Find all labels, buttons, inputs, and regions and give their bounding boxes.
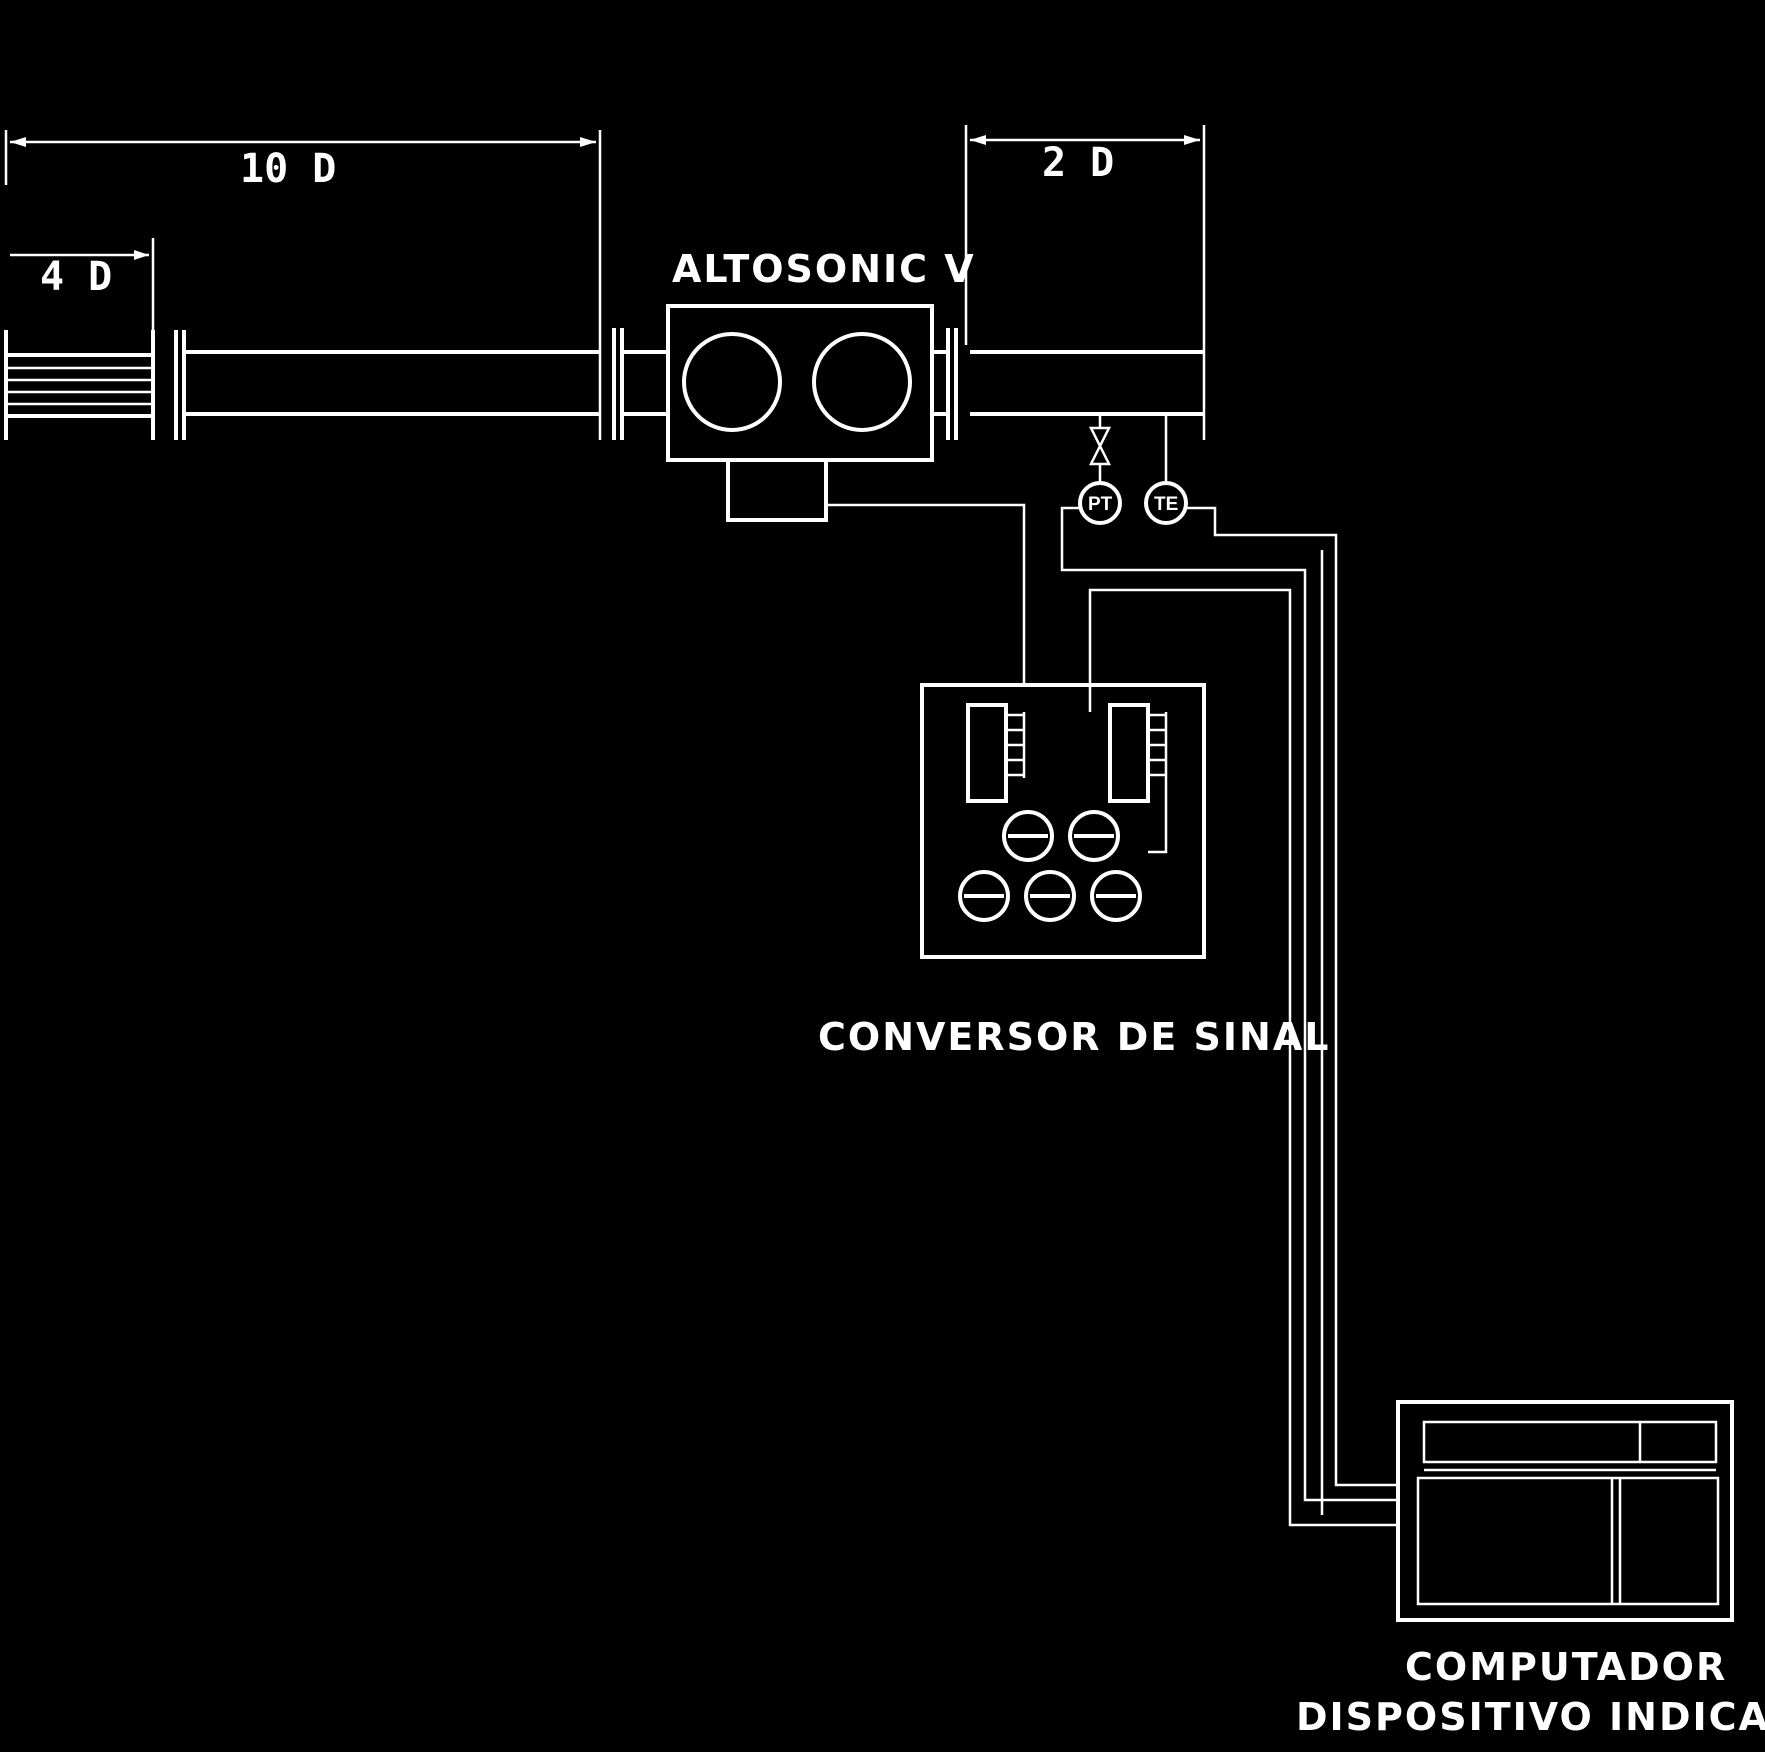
signal-converter: CONVERSOR DE SINAL xyxy=(818,683,1330,1059)
temperature-element: TE xyxy=(1144,414,1188,525)
meter-label: ALTOSONIC V xyxy=(672,247,976,291)
dimension-2d: 2 D xyxy=(964,125,1206,440)
terminal-block xyxy=(966,703,1008,803)
cable-gland-icon xyxy=(958,810,1142,922)
dimension-4d-label: 4 D xyxy=(40,254,112,300)
dimension-10d-label: 10 D xyxy=(240,146,336,192)
computer-label: COMPUTADOR xyxy=(1405,1645,1727,1689)
computer-display xyxy=(1422,1420,1718,1464)
converter-box xyxy=(920,683,1206,959)
ultrasonic-flowmeter: ALTOSONIC V xyxy=(612,247,976,522)
dimension-2d-label: 2 D xyxy=(1042,140,1114,186)
ultrasonic-transducer-icon xyxy=(682,332,782,432)
meter-electronics-box xyxy=(726,458,828,522)
indicator-label: DISPOSITIVO INDICADOR xyxy=(1296,1695,1765,1739)
dimension-4d: 4 D xyxy=(10,238,155,330)
pressure-label: PT xyxy=(1088,494,1113,515)
flow-straightener-icon xyxy=(4,330,155,440)
computer-icon: COMPUTADOR DISPOSITIVO INDICADOR xyxy=(1296,1400,1765,1739)
computer-panel xyxy=(1416,1476,1720,1606)
dimension-10d: 10 D xyxy=(4,130,602,440)
valve-icon xyxy=(1088,414,1112,482)
temperature-label: TE xyxy=(1154,494,1178,515)
pressure-transmitter: PT xyxy=(1078,481,1122,525)
upstream-pipe xyxy=(174,330,600,440)
signal-cables xyxy=(826,503,1398,1527)
ultrasonic-transducer-icon xyxy=(812,332,912,432)
computer-outer xyxy=(1396,1400,1734,1622)
gauge-icon xyxy=(1078,481,1122,525)
gauge-icon xyxy=(1144,481,1188,525)
converter-label: CONVERSOR DE SINAL xyxy=(818,1015,1330,1059)
terminal-block xyxy=(1108,703,1150,803)
